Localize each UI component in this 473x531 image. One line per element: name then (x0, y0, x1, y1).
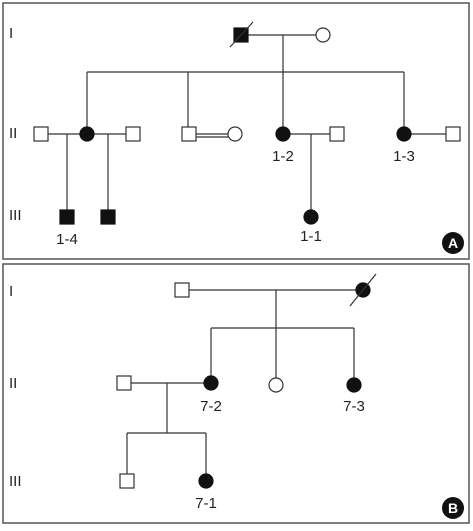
panel-b-badge-label: B (448, 500, 458, 516)
panel-b-generation-3-label: III (9, 473, 22, 490)
panel-a-ii-8-affected-female (396, 126, 412, 142)
panel-a-generation-3-label: III (9, 207, 22, 224)
panel-a-label-1-2: 1-2 (272, 148, 294, 165)
panel-b-ii-3-unaffected-female (268, 377, 284, 393)
panel-a-ii-2-affected-female (79, 126, 95, 142)
panel-b-generation-1-label: I (9, 283, 13, 300)
panel-b-ii-2-affected-female (203, 375, 219, 391)
panel-b-ii-1-unaffected-male (116, 375, 132, 391)
panel-a-ii-6-affected-female (275, 126, 291, 142)
panel-b-i-2-deceased-slash (349, 273, 377, 307)
panel-a-i-1-deceased-slash (229, 21, 254, 48)
panel-b-label-7-3: 7-3 (343, 398, 365, 415)
panel-a-ii-3-unaffected-male (125, 126, 141, 142)
panel-b-frame (2, 263, 470, 524)
panel-a-badge (442, 232, 464, 254)
panel-a: I II III (2, 2, 470, 260)
panel-b-ii-4-affected-female (346, 377, 362, 393)
panel-a-generation-2-label: II (9, 125, 17, 142)
panel-a-ii-1-unaffected-male (33, 126, 49, 142)
panel-a-ii-9-unaffected-male (445, 126, 461, 142)
panel-a-connector-lines (48, 34, 446, 210)
panel-a-ii-7-unaffected-male (329, 126, 345, 142)
panel-a-iii-1-affected-male (59, 209, 75, 225)
panel-a-ii-5-unaffected-female (227, 126, 243, 142)
panel-b-i-1-unaffected-male (174, 282, 190, 298)
panel-a-frame (2, 2, 470, 260)
panel-b-generation-2-label: II (9, 375, 17, 392)
panel-b: I II III 7-2 7-3 7-1 (2, 263, 470, 524)
panel-a-generation-1-label: I (9, 25, 13, 42)
panel-a-ii-4-unaffected-male (181, 126, 197, 142)
panel-a-iii-3-affected-female (303, 209, 319, 225)
panel-b-badge (442, 497, 464, 519)
panel-b-iii-1-unaffected-male (119, 473, 135, 489)
panel-b-iii-2-affected-female (198, 473, 214, 489)
panel-a-label-1-4: 1-4 (56, 231, 78, 248)
panel-b-connector-lines (126, 289, 356, 474)
panel-a-iii-2-affected-male (100, 209, 116, 225)
panel-b-label-7-2: 7-2 (200, 398, 222, 415)
panel-a-label-1-1: 1-1 (300, 228, 322, 245)
panel-b-label-7-1: 7-1 (195, 495, 217, 512)
panel-a-label-1-3: 1-3 (393, 148, 415, 165)
panel-a-badge-label: A (448, 235, 458, 251)
panel-a-i-2-unaffected-female (315, 27, 331, 43)
